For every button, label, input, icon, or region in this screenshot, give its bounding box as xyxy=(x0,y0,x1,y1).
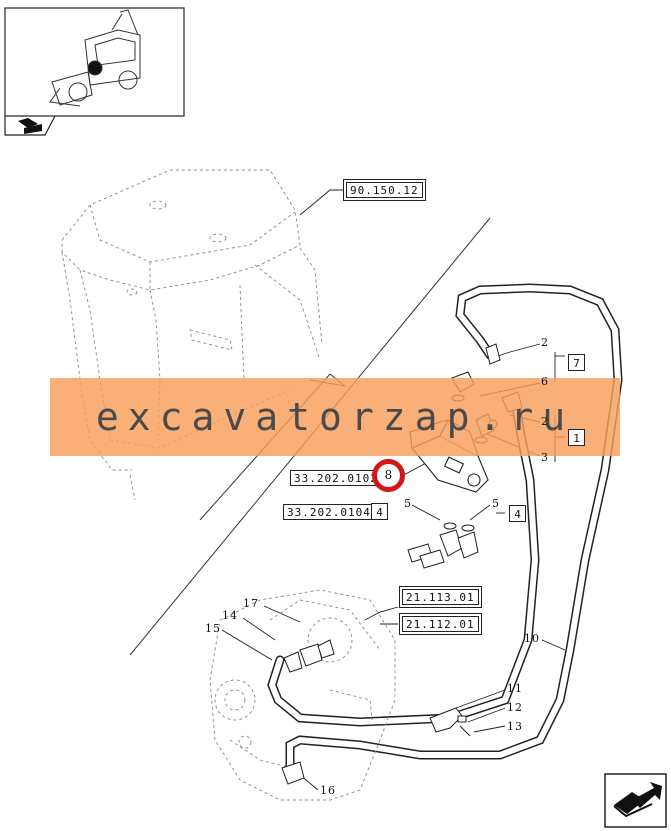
item-6: 6 xyxy=(541,375,549,388)
ref-valve[interactable]: 33.202.0102 xyxy=(290,470,382,486)
watermark-band: excavatorzap.ru xyxy=(50,378,620,456)
book-arrow-icon xyxy=(18,118,42,134)
ref-transmission-b[interactable]: 21.112.01 xyxy=(402,616,479,632)
item-5-right: 5 xyxy=(492,497,500,510)
item-11: 11 xyxy=(507,682,523,695)
backhoe-loader-thumbnail xyxy=(49,9,141,107)
ref-transmission-a[interactable]: 21.113.01 xyxy=(402,589,479,605)
transmission-fittings xyxy=(281,639,335,785)
item-17: 17 xyxy=(243,597,259,610)
item-5-left: 5 xyxy=(404,497,412,510)
box-item-4-left[interactable]: 4 xyxy=(371,503,388,520)
lower-fittings xyxy=(407,522,479,569)
item-12: 12 xyxy=(507,701,523,714)
highlighted-item-8[interactable]: 8 xyxy=(372,459,405,492)
item-10: 10 xyxy=(524,632,540,645)
box-item-7[interactable]: 7 xyxy=(568,354,585,371)
item-2-upper: 2 xyxy=(541,336,549,349)
thumbnail-frame xyxy=(4,7,185,136)
item-3: 3 xyxy=(541,451,549,464)
ref-cab[interactable]: 90.150.12 xyxy=(346,182,423,198)
item-13: 13 xyxy=(507,720,523,733)
transmission-phantom xyxy=(209,589,396,801)
item-14: 14 xyxy=(222,609,238,622)
next-page-icon[interactable] xyxy=(604,773,667,828)
box-item-4-right[interactable]: 4 xyxy=(509,505,526,522)
hydraulic-hoses xyxy=(267,283,623,775)
box-item-1[interactable]: 1 xyxy=(568,429,585,446)
ref-fitting[interactable]: 33.202.0104 xyxy=(283,504,375,520)
bracket-and-bolt xyxy=(429,707,471,737)
item-2-lower: 2 xyxy=(541,415,549,428)
item-15: 15 xyxy=(205,622,221,635)
item-16: 16 xyxy=(320,784,336,797)
